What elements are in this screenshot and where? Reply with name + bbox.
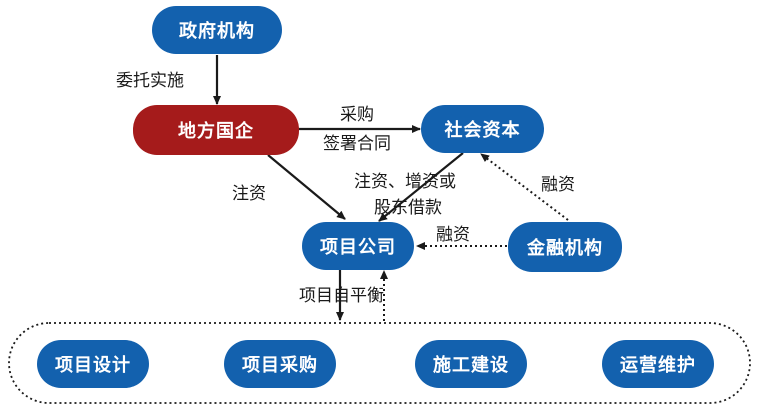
arrow-financial-to-social-capital [480, 153, 569, 221]
node-construction: 施工建设 [415, 340, 527, 388]
label-entrust: 委托实施 [116, 71, 184, 91]
node-operation-maintenance: 运营维护 [602, 340, 714, 388]
label-financing-project: 融资 [436, 225, 470, 245]
arrow-soe-to-project-company [267, 154, 346, 220]
node-social-capital: 社会资本 [421, 105, 544, 153]
arrow-social-capital-to-project-company [378, 152, 464, 222]
node-project-procurement: 项目采购 [224, 340, 336, 388]
label-invest-capital-line2: 股东借款 [374, 198, 442, 218]
node-government: 政府机构 [152, 6, 282, 54]
label-sign-contract: 签署合同 [323, 134, 391, 154]
label-self-balance: 项目自平衡 [299, 286, 384, 306]
node-project-company: 项目公司 [302, 222, 414, 270]
activities-container [8, 322, 751, 404]
node-financial-institution: 金融机构 [508, 222, 622, 272]
label-invest-capital-line1: 注资、增资或 [354, 172, 456, 192]
label-invest-soe: 注资 [232, 184, 266, 204]
node-local-soe: 地方国企 [133, 105, 299, 155]
label-purchase: 采购 [340, 105, 374, 125]
label-financing-capital: 融资 [541, 175, 575, 195]
node-project-design: 项目设计 [37, 340, 149, 388]
